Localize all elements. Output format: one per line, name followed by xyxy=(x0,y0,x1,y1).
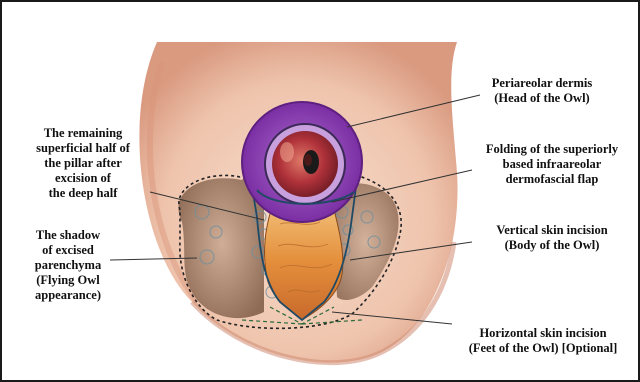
label-folding-flap: Folding of the superiorly based infraare… xyxy=(466,142,638,187)
label-vertical-incision: Vertical skin incision (Body of the Owl) xyxy=(472,223,632,253)
label-folding-line2: based infraareolar xyxy=(466,157,638,172)
label-vertical-line2: (Body of the Owl) xyxy=(472,238,632,253)
label-shadow-line3: parenchyma xyxy=(18,258,118,273)
label-vertical-line1: Vertical skin incision xyxy=(472,223,632,238)
label-horizontal-incision: Horizontal skin incision (Feet of the Ow… xyxy=(448,326,638,356)
label-periareolar: Periareolar dermis (Head of the Owl) xyxy=(478,76,606,106)
label-remaining-line4: excision of xyxy=(16,171,150,186)
label-horizontal-line2: (Feet of the Owl) [Optional] xyxy=(448,341,638,356)
label-shadow-line2: of excised xyxy=(18,243,118,258)
label-folding-line3: dermofascial flap xyxy=(466,172,638,187)
nipple-highlight xyxy=(280,142,294,162)
label-periareolar-line1: Periareolar dermis xyxy=(478,76,606,91)
label-shadow-line5: appearance) xyxy=(18,288,118,303)
label-horizontal-line1: Horizontal skin incision xyxy=(448,326,638,341)
label-folding-line1: Folding of the superiorly xyxy=(466,142,638,157)
label-shadow-parenchyma: The shadow of excised parenchyma (Flying… xyxy=(18,228,118,303)
label-periareolar-line2: (Head of the Owl) xyxy=(478,91,606,106)
label-shadow-line1: The shadow xyxy=(18,228,118,243)
label-remaining-line2: superficial half of xyxy=(16,141,150,156)
label-remaining-line3: the pillar after xyxy=(16,156,150,171)
label-remaining-line5: the deep half xyxy=(16,186,150,201)
label-remaining-line1: The remaining xyxy=(16,126,150,141)
label-remaining-pillar: The remaining superficial half of the pi… xyxy=(16,126,150,201)
label-shadow-line4: (Flying Owl xyxy=(18,273,118,288)
